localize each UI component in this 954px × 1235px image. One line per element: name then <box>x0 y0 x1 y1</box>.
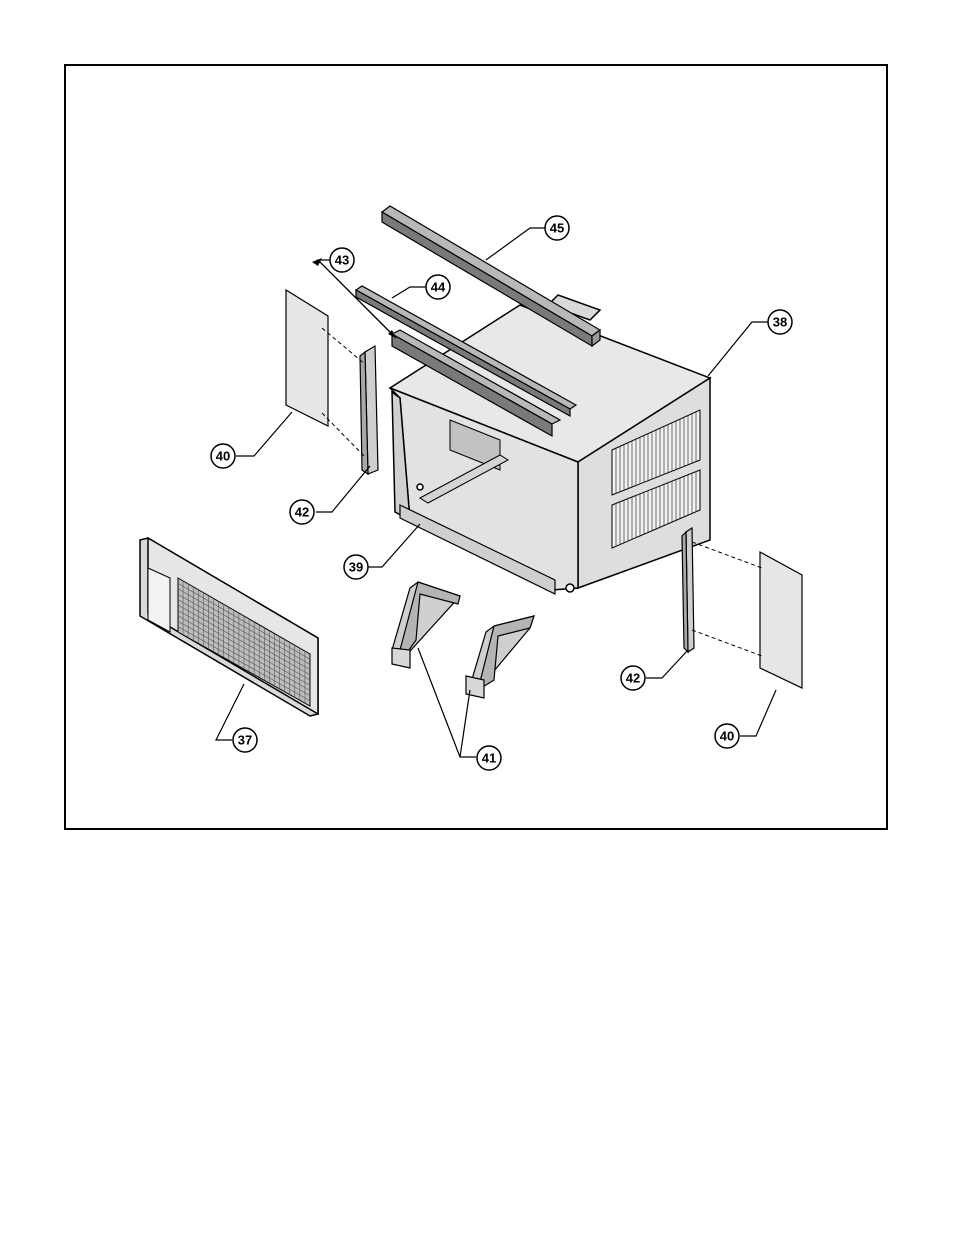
callout-label: 37 <box>238 733 252 748</box>
callout-label: 43 <box>335 253 349 268</box>
callout-label: 40 <box>720 729 734 744</box>
bracket-41-right <box>466 616 534 698</box>
callout-label: 42 <box>626 671 640 686</box>
channel-right-42 <box>682 528 694 652</box>
callout-44: 44 <box>426 275 450 299</box>
callout-45: 45 <box>545 216 569 240</box>
callout-label: 38 <box>773 315 787 330</box>
callout-40: 40 <box>211 444 235 468</box>
callout-label: 39 <box>349 560 363 575</box>
callout-40: 40 <box>715 724 739 748</box>
bracket-41-left <box>392 582 460 668</box>
callout-label: 42 <box>295 505 309 520</box>
callout-label: 44 <box>431 280 446 295</box>
callout-label: 40 <box>216 449 230 464</box>
callout-label: 41 <box>482 751 496 766</box>
callout-37: 37 <box>233 728 257 752</box>
callout-42: 42 <box>290 500 314 524</box>
side-panel-left-40 <box>286 290 328 426</box>
callout-41: 41 <box>477 746 501 770</box>
dash-lines-right <box>692 542 762 656</box>
side-panel-right-40 <box>760 552 802 688</box>
callout-38: 38 <box>768 310 792 334</box>
callout-42: 42 <box>621 666 645 690</box>
callout-label: 45 <box>550 221 564 236</box>
callout-39: 39 <box>344 555 368 579</box>
callout-43: 43 <box>330 248 354 272</box>
